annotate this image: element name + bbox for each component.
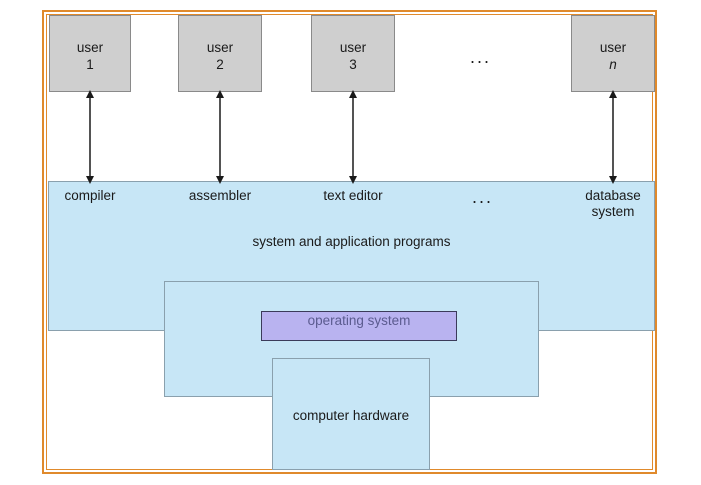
programs-ellipsis: ... bbox=[472, 187, 494, 207]
os-label: operating system bbox=[307, 313, 411, 328]
user-1-box: user 1 bbox=[49, 15, 131, 92]
programs-layer-title: system and application programs bbox=[252, 234, 451, 249]
computer-hardware-layer: computer hardware bbox=[272, 358, 430, 470]
user-number: n bbox=[609, 57, 617, 72]
user-number: 1 bbox=[86, 57, 94, 72]
diagram-frame-outer bbox=[42, 10, 657, 474]
user-3-box: user 3 bbox=[311, 15, 395, 92]
user-label: user bbox=[599, 40, 627, 55]
users-ellipsis: ... bbox=[470, 47, 492, 67]
database-system-label: database system bbox=[571, 188, 655, 220]
user-label: user bbox=[206, 40, 234, 55]
assembler-label: assembler bbox=[188, 188, 252, 203]
user-2-box: user 2 bbox=[178, 15, 262, 92]
user-number: 2 bbox=[216, 57, 224, 72]
user-label: user bbox=[339, 40, 367, 55]
user-n-box: user n bbox=[571, 15, 655, 92]
user-number: 3 bbox=[349, 57, 357, 72]
operating-system-box: operating system bbox=[261, 311, 457, 341]
text-editor-label: text editor bbox=[323, 188, 383, 203]
user-label: user bbox=[76, 40, 104, 55]
compiler-label: compiler bbox=[64, 188, 116, 203]
hardware-label: computer hardware bbox=[292, 408, 410, 423]
database-line-2: system bbox=[591, 204, 635, 219]
database-line-1: database bbox=[585, 188, 641, 203]
